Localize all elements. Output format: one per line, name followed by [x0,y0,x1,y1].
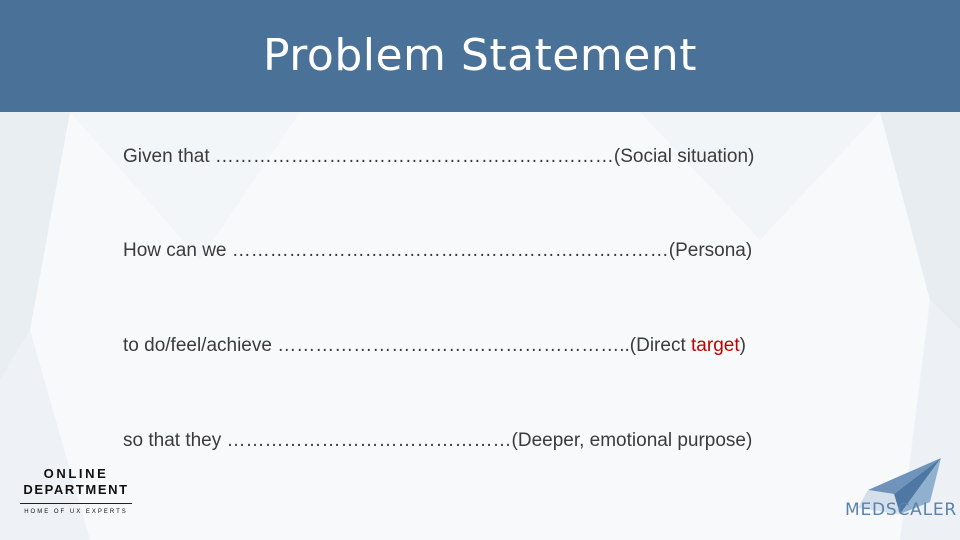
line-dots: ……………………………………… [226,430,512,451]
logo-line-online: ONLINE [43,466,109,481]
title-banner: Problem Statement [0,0,960,112]
statement-line-how-can-we: How can we ……………………………………………………………(Perso… [123,239,752,263]
highlight-word-target: target [691,335,740,356]
statement-line-given-that: Given that ………………………………………………………(Social … [123,145,754,169]
line-suffix: (Persona) [668,240,753,261]
line-prefix: Given that [123,146,215,167]
slide-title: Problem Statement [263,30,697,81]
line-suffix: (Social situation) [613,146,755,167]
line-prefix: to do/feel/achieve [123,335,278,356]
line-suffix-end: ) [739,335,746,356]
line-suffix-start: (Direct [629,335,692,356]
logo-line-department: DEPARTMENT [23,482,129,497]
line-dots: ……………………………………………….. [277,335,630,356]
line-dots: …………………………………………………………… [231,240,669,261]
medscaler-wordmark: MEDSCALER [845,500,958,520]
line-prefix: so that they [123,430,227,451]
medscaler-plane-icon [858,458,941,514]
line-prefix: How can we [123,240,232,261]
online-department-logo: ONLINE DEPARTMENT HOME OF UX EXPERTS [20,466,132,516]
logo-divider [20,503,132,504]
logo-tagline: HOME OF UX EXPERTS [24,509,128,515]
line-suffix: (Deeper, emotional purpose) [511,430,753,451]
statement-line-so-that-they: so that they ………………………………………(Deeper, emo… [123,429,752,453]
statement-line-to-do: to do/feel/achieve ………………………………………………..(… [123,334,746,358]
line-dots: ……………………………………………………… [214,146,614,167]
